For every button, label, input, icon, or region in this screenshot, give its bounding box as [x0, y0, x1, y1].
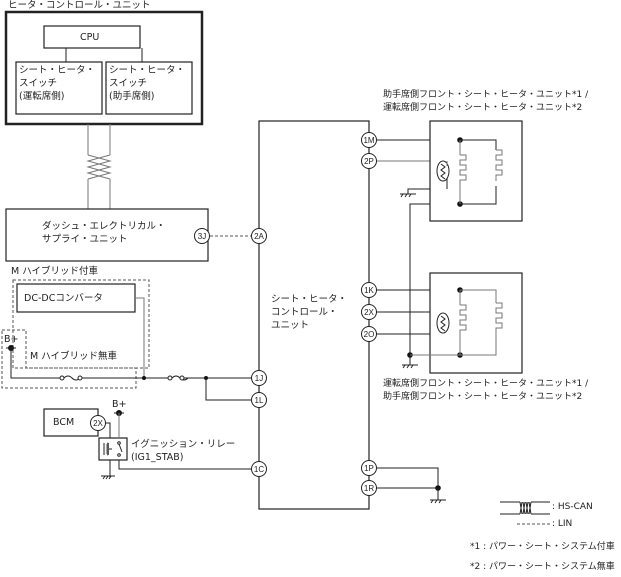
bcm-label: BCM [53, 417, 75, 428]
hybrid-without-region [1, 329, 137, 389]
connector-circle [90, 415, 106, 431]
dcdc-label: DC-DCコンバータ [24, 293, 103, 304]
ground-icon [402, 364, 418, 369]
connector-label: 1J [255, 374, 263, 383]
dash-supply-unit-label: ダッシュ・エレクトリカル・ サプライ・ユニット [42, 220, 166, 246]
b-plus-label: B+ [4, 334, 19, 345]
ground-icon [400, 193, 416, 198]
dash-supply-unit-box [5, 208, 209, 262]
lower-heater-unit-label: 運転席側フロント・シート・ヒータ・ユニット*1 / 助手席側フロント・シート・ヒ… [383, 378, 588, 404]
connector-label: 1P [364, 464, 374, 473]
switch-driver-box [15, 61, 103, 115]
heater-element-icon [495, 302, 503, 338]
connector-circle [251, 228, 267, 244]
connector-1C: 1C [251, 461, 267, 477]
heater-element-icon [459, 154, 467, 187]
switch-driver-label: シート・ヒータ・ スイッチ (運転席側) [19, 64, 95, 103]
connector-circle [361, 326, 377, 342]
lower-heater-line: 助手席側フロント・シート・ヒータ・ユニット*2 [383, 392, 583, 402]
connector-3J: 3J [194, 228, 210, 244]
connector-1R: 1R [361, 480, 377, 496]
dash-supply-line: ダッシュ・エレクトリカル・ [42, 221, 166, 232]
connector-circle [251, 461, 267, 477]
dash-supply-line: サプライ・ユニット [42, 234, 128, 245]
ig-relay-box [98, 437, 128, 461]
switch-passenger-line: (助手席側) [109, 91, 155, 102]
heater-element-icon [459, 304, 467, 338]
connector-circle [251, 392, 267, 408]
connector-2X: 2X [361, 304, 377, 320]
connector-1L: 1L [251, 392, 267, 408]
relay-switch-icon [117, 441, 123, 457]
switch-driver-line: シート・ヒータ・ [19, 65, 96, 76]
connector-2X: 2X [90, 415, 106, 431]
switch-passenger-box [105, 61, 193, 115]
connector-2O: 2O [361, 326, 377, 342]
connector-label: 2X [364, 308, 374, 317]
upper-heater-unit-label: 助手席側フロント・シート・ヒータ・ユニット*1 / 運転席側フロント・シート・ヒ… [383, 89, 588, 115]
legend-hs-can: : HS-CAN [552, 502, 593, 512]
heater-element-icon [495, 149, 503, 181]
relay-coil-icon [103, 442, 112, 456]
connector-label: 2P [364, 157, 374, 166]
connector-1K: 1K [361, 282, 377, 298]
connector-circle [194, 228, 210, 244]
legend-lin: : LIN [552, 519, 573, 529]
b-plus-label: B+ [112, 399, 127, 410]
hs-can-bus [86, 124, 112, 209]
ig-relay-line: (IG1_STAB) [131, 452, 184, 463]
cpu-label: CPU [80, 32, 100, 43]
seat-heater-control-line: シート・ヒータ・ [271, 294, 348, 305]
lower-heater-line: 運転席側フロント・シート・ヒータ・ユニット*1 / [383, 379, 589, 389]
legend-note-2: *2 : パワー・シート・システム無車 [470, 562, 615, 572]
connector-circle [361, 132, 377, 148]
hybrid-with-label: M ハイブリッド付車 [11, 266, 99, 277]
connector-1M: 1M [361, 132, 377, 148]
heater-control-unit-label: ヒータ・コントロール・ユニット [8, 0, 151, 11]
connector-2P: 2P [361, 153, 377, 169]
connector-label: 1R [364, 484, 374, 493]
connector-label: 1C [254, 465, 264, 474]
upper-heater-line: 助手席側フロント・シート・ヒータ・ユニット*1 / [383, 90, 589, 100]
hybrid-without-label: M ハイブリッド無車 [30, 351, 118, 362]
fuse-icon [59, 375, 83, 381]
seat-heater-control-line: ユニット [271, 320, 310, 331]
connector-2A: 2A [251, 228, 267, 244]
bcm-box [43, 408, 99, 437]
ground-icon [430, 499, 446, 504]
connector-1J: 1J [251, 370, 267, 386]
switch-driver-line: (運転席側) [19, 91, 65, 102]
connector-label: 2X [93, 419, 103, 428]
switch-passenger-label: シート・ヒータ・ スイッチ (助手席側) [109, 64, 185, 103]
connector-label: 3J [198, 232, 206, 241]
switch-driver-line: スイッチ [19, 78, 58, 89]
connector-1P: 1P [361, 460, 377, 476]
upper-heater-line: 運転席側フロント・シート・ヒータ・ユニット*2 [383, 103, 583, 113]
connector-label: 1M [363, 136, 374, 145]
dcdc-box [16, 283, 136, 313]
switch-passenger-line: シート・ヒータ・ [109, 65, 186, 76]
ig-relay-label: イグニッション・リレー (IG1_STAB) [131, 438, 235, 464]
connector-label: 2O [364, 330, 375, 339]
seat-heater-control-unit-label: シート・ヒータ・ コントロール・ ユニット [271, 293, 347, 332]
ig-relay-line: イグニッション・リレー [131, 439, 236, 450]
connector-circle [361, 480, 377, 496]
connector-circle [361, 153, 377, 169]
legend-note-1: *1 : パワー・シート・システム付車 [470, 542, 615, 552]
connector-circle [251, 370, 267, 386]
seat-heater-control-line: コントロール・ [271, 307, 338, 318]
connector-label: 1K [364, 286, 374, 295]
fuse-icon [167, 375, 189, 381]
connector-label: 2A [254, 232, 264, 241]
connector-label: 1L [255, 396, 264, 405]
connector-circle [361, 460, 377, 476]
hs-can-legend-icon [500, 501, 550, 515]
connector-circle [361, 282, 377, 298]
ground-icon [101, 475, 115, 480]
switch-passenger-line: スイッチ [109, 78, 148, 89]
cpu-box [43, 25, 141, 49]
connector-circle [361, 304, 377, 320]
